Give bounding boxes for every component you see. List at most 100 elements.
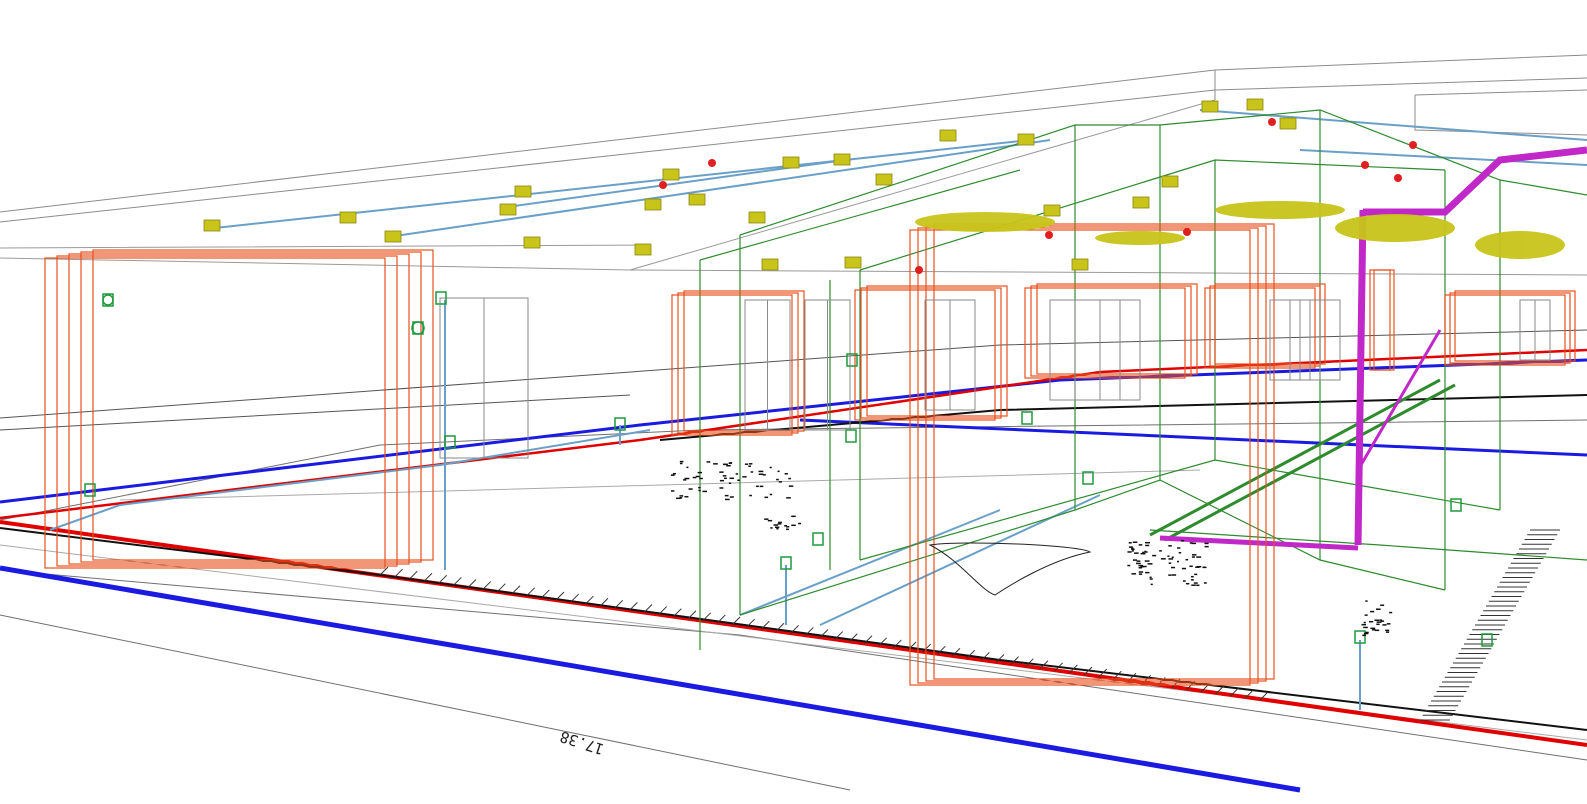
annotation-mark — [679, 495, 684, 497]
annotation-mark — [1131, 548, 1135, 551]
annotation-mark — [1379, 619, 1383, 621]
annotation-mark — [1196, 584, 1200, 587]
hatch-stroke — [423, 572, 433, 582]
annotation-mark — [1138, 573, 1143, 575]
hatch-stroke — [658, 606, 668, 615]
door-frame-outline — [866, 285, 1008, 417]
wall-device-icon — [1021, 411, 1033, 425]
hatch-stroke — [526, 587, 536, 597]
hatch-stroke — [687, 610, 697, 620]
hatch-stroke — [1112, 670, 1122, 680]
door-frame-outline — [80, 251, 422, 563]
hatch-stroke — [716, 614, 726, 624]
annotation-mark — [679, 497, 683, 499]
annotation-mark — [1372, 629, 1376, 631]
annotation-mark — [1196, 565, 1202, 568]
annotation-mark — [776, 527, 779, 530]
floor-annotations — [670, 460, 1393, 637]
wall-device-icon — [614, 417, 626, 431]
ceiling-fixture-icon — [203, 219, 221, 232]
annotation-mark — [788, 485, 794, 487]
magenta-vertical — [1354, 209, 1367, 546]
hatch-stroke — [408, 570, 418, 580]
annotation-mark — [748, 465, 752, 467]
hatch-stroke — [980, 652, 990, 661]
sensor-icon — [411, 321, 425, 335]
hatch-stroke — [848, 633, 858, 643]
annotation-mark — [702, 490, 708, 493]
hatch-stroke — [452, 577, 462, 586]
annotation-mark — [684, 495, 689, 498]
annotation-mark — [774, 526, 780, 528]
annotation-mark — [767, 519, 773, 522]
green-ceiling-frame — [699, 109, 1587, 271]
annotation-mark — [1389, 611, 1393, 614]
annotation-mark — [756, 485, 759, 488]
red-pipe-back — [0, 348, 1587, 520]
hatch-stroke — [570, 593, 580, 603]
ceiling-fixture-icon — [384, 230, 402, 243]
annotation-mark — [1182, 580, 1186, 582]
annotation-mark — [1380, 620, 1385, 622]
drop-conduits — [444, 300, 1361, 710]
hatch-stroke — [1039, 660, 1049, 670]
hvac-unit-5 — [1095, 231, 1185, 245]
annotation-mark — [706, 461, 711, 463]
annotation-mark — [699, 477, 703, 480]
door-frame-outline — [56, 255, 398, 567]
annotation-mark — [742, 476, 747, 478]
wall-line — [0, 329, 1587, 431]
magenta-riser — [1363, 146, 1587, 216]
hatch-stroke — [540, 589, 550, 599]
wall-device-icon — [846, 353, 858, 367]
hatch-stroke — [511, 585, 521, 595]
annotation-mark — [722, 463, 728, 466]
door-frame-outline — [1444, 294, 1566, 366]
annotation-mark — [750, 471, 754, 473]
dimension-label: 17.38 — [558, 727, 607, 758]
hatch-stroke — [1127, 672, 1137, 682]
door-frame-outline — [92, 249, 434, 561]
annotation-mark — [1193, 582, 1198, 584]
annotation-mark — [1196, 556, 1202, 558]
ceiling-fixture-icon — [1279, 117, 1297, 130]
annotation-mark — [1374, 619, 1380, 621]
alarm-icon — [1409, 141, 1417, 149]
hatch-stroke — [1010, 656, 1020, 665]
hatch-stroke — [1024, 658, 1034, 668]
annotation-mark — [1361, 623, 1366, 626]
hatch-stroke — [702, 612, 712, 622]
hatch-stroke — [819, 629, 829, 638]
annotation-mark — [697, 471, 703, 474]
wall-device-icon — [1450, 498, 1462, 512]
hatch-stroke — [804, 627, 814, 636]
ceiling-fixture-icon — [1201, 100, 1219, 113]
annotation-mark — [1191, 579, 1194, 581]
ceiling-fixture-icon — [514, 185, 532, 198]
door-frame-outline — [1204, 287, 1316, 369]
hatch-stroke — [966, 649, 976, 659]
annotation-mark — [1178, 552, 1182, 554]
annotation-mark — [724, 494, 729, 497]
annotation-mark — [778, 521, 782, 524]
wall-device-icon — [84, 483, 96, 497]
annotation-mark — [1370, 610, 1375, 613]
wall-device-icon — [444, 435, 456, 449]
annotation-mark — [749, 494, 752, 497]
green-equipment-lines — [699, 109, 1587, 650]
annotation-mark — [1152, 554, 1157, 557]
annotation-mark — [759, 485, 764, 488]
annotation-mark — [1171, 556, 1174, 559]
hvac-units — [915, 201, 1565, 259]
door-swing-arc — [928, 542, 1092, 596]
hatch-stroke — [922, 643, 932, 653]
annotation-mark — [729, 477, 735, 480]
hatch-stroke — [892, 639, 902, 649]
hatch-stroke — [584, 595, 594, 605]
annotation-mark — [692, 476, 697, 479]
ceiling-line — [0, 99, 1587, 276]
ceiling-fixture-icon — [939, 129, 957, 142]
hatch-stroke — [878, 637, 888, 647]
